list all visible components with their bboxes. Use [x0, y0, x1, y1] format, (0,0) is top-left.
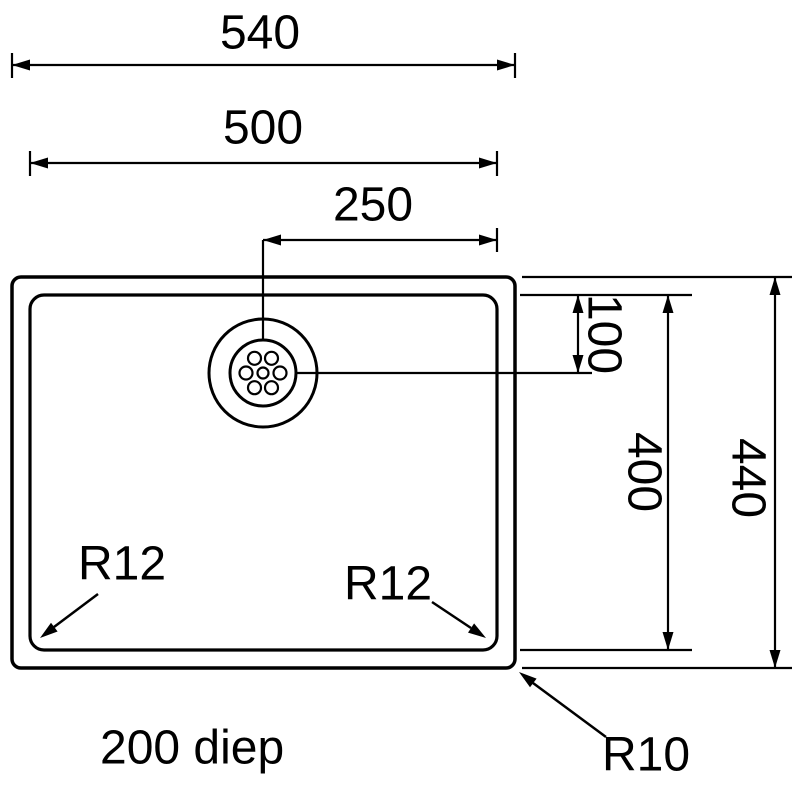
dimension-label-500: 500 [223, 102, 303, 155]
leader-line [53, 593, 99, 628]
arrow-left-icon [30, 157, 48, 169]
drain-hole [246, 380, 263, 396]
drain-hole [263, 380, 280, 396]
arrow-down-icon [572, 355, 584, 373]
callout-bowl-radius-right: R12 [344, 558, 486, 638]
callout-outer-radius: R10 [519, 672, 690, 782]
drain-hole [272, 365, 288, 381]
dimension-drain-top-offset: 100 [572, 294, 631, 374]
arrow-up-icon [572, 295, 584, 313]
drain-hole [238, 365, 254, 381]
leader-line [532, 681, 607, 739]
radius-label-r10: R10 [602, 729, 690, 782]
arrow-icon [40, 622, 58, 638]
dimension-label-540: 540 [220, 7, 300, 60]
dimension-overall-depth: 440 [722, 277, 781, 668]
drain-hole [246, 350, 263, 366]
arrow-right-icon [497, 59, 515, 71]
arrow-left-icon [12, 59, 30, 71]
arrow-down-icon [662, 632, 674, 650]
dimension-label-400: 400 [618, 432, 671, 512]
radius-label-r12-left: R12 [78, 538, 166, 591]
arrow-left-icon [263, 234, 281, 246]
leader-line [431, 600, 472, 630]
arrow-up-icon [662, 295, 674, 313]
arrow-right-icon [479, 234, 497, 246]
dimension-bowl-width: 500 [28, 102, 499, 176]
dimension-drain-offset: 250 [263, 179, 499, 252]
arrow-icon [468, 623, 486, 638]
callout-bowl-radius-left: R12 [40, 538, 166, 638]
arrow-icon [519, 672, 537, 688]
arrow-right-icon [479, 157, 497, 169]
dimension-label-440: 440 [722, 438, 775, 518]
arrow-up-icon [769, 277, 781, 295]
drain-center-hole [256, 366, 270, 380]
arrow-down-icon [769, 650, 781, 668]
dimension-overall-width: 540 [10, 7, 517, 78]
depth-note-label: 200 diep [100, 722, 284, 775]
dimension-bowl-depth: 400 [618, 295, 674, 650]
dimension-label-100: 100 [578, 294, 631, 374]
radius-label-r12-right: R12 [344, 558, 432, 611]
drain-hole [263, 350, 280, 366]
dimension-label-250: 250 [333, 179, 413, 232]
